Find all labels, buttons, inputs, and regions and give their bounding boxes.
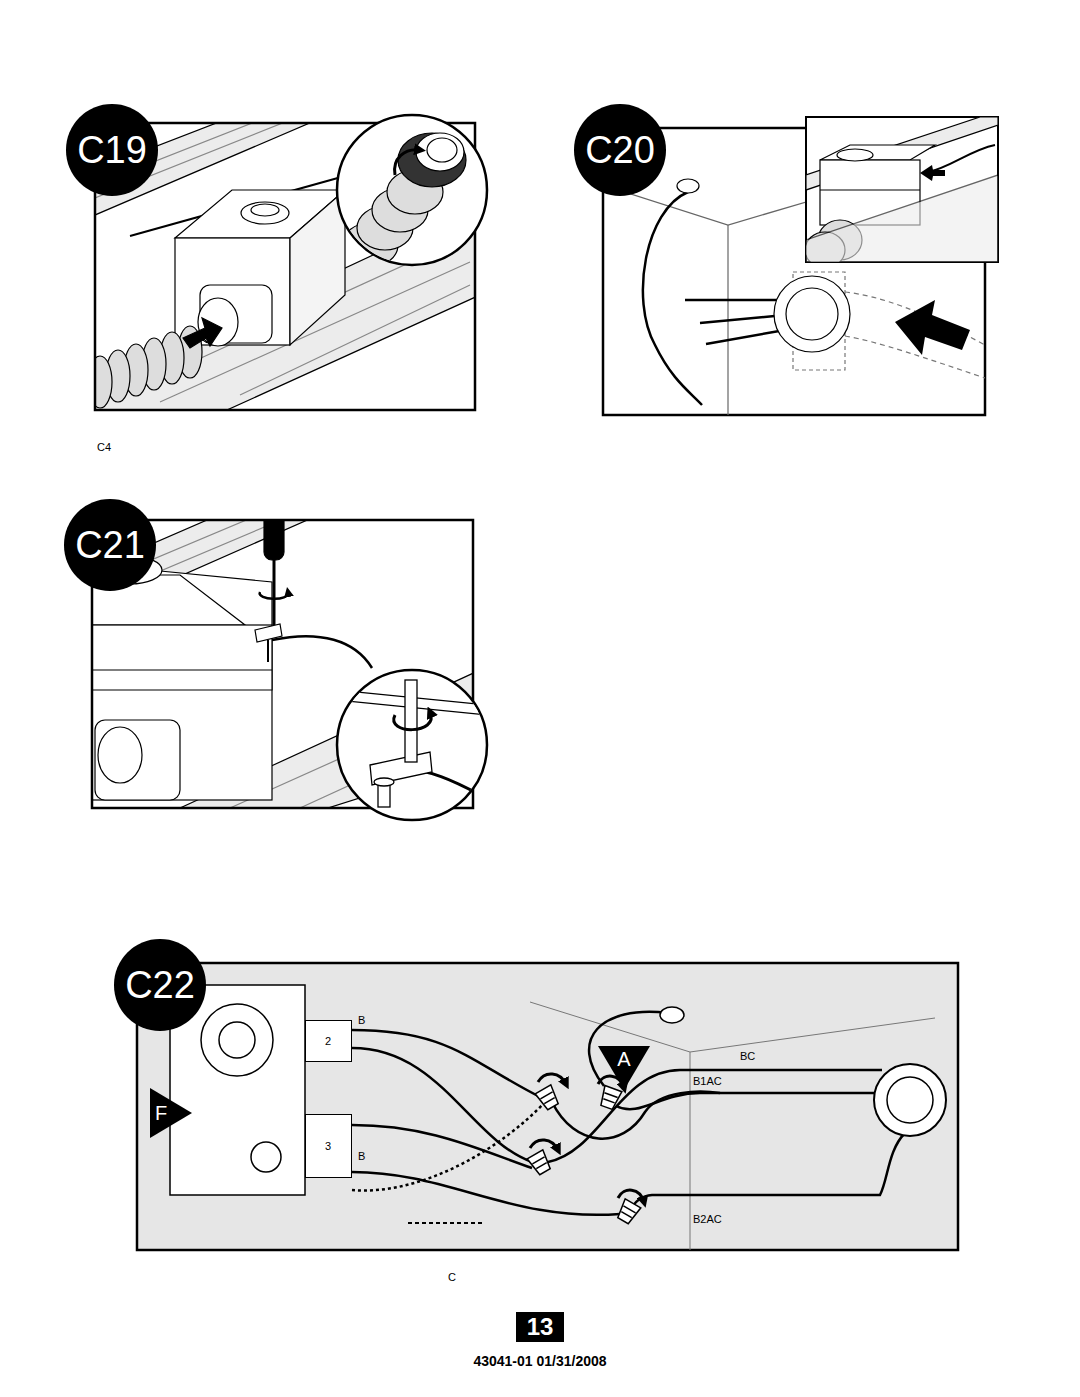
document-number: 43041-01 01/31/2008 xyxy=(471,1354,608,1369)
node-text: C20 xyxy=(585,131,655,169)
panel-c22 xyxy=(137,963,958,1250)
node-text: C21 xyxy=(75,526,145,564)
node-text: C19 xyxy=(77,131,147,169)
node-text: 3 xyxy=(325,1141,331,1152)
step-badge: C21 xyxy=(64,499,156,591)
node-text: 2 xyxy=(325,1036,331,1047)
wire-label: BC xyxy=(738,1050,757,1062)
node-text: 13 xyxy=(527,1315,554,1339)
triangle-fill xyxy=(150,1088,192,1138)
callout-triangle: A xyxy=(598,1046,650,1090)
step-badge: C19 xyxy=(66,104,158,196)
page-number: 13 xyxy=(516,1312,564,1342)
wire-label: B xyxy=(356,1150,367,1162)
triangle-fill xyxy=(598,1046,650,1090)
connector-box: 2 xyxy=(305,1020,352,1062)
connector-box: 3 xyxy=(305,1114,352,1178)
node-text: F xyxy=(155,1103,167,1123)
wire-label: B1AC xyxy=(691,1075,724,1087)
step-badge: C22 xyxy=(114,939,206,1031)
figure-code: C xyxy=(446,1271,458,1283)
node-text: C22 xyxy=(125,966,195,1004)
wire-label: B2AC xyxy=(691,1213,724,1225)
step-badge: C20 xyxy=(574,104,666,196)
wire-label: B xyxy=(356,1014,367,1026)
figure-code: C4 xyxy=(95,441,113,453)
callout-triangle: F xyxy=(150,1088,192,1138)
node-text: A xyxy=(617,1049,630,1069)
